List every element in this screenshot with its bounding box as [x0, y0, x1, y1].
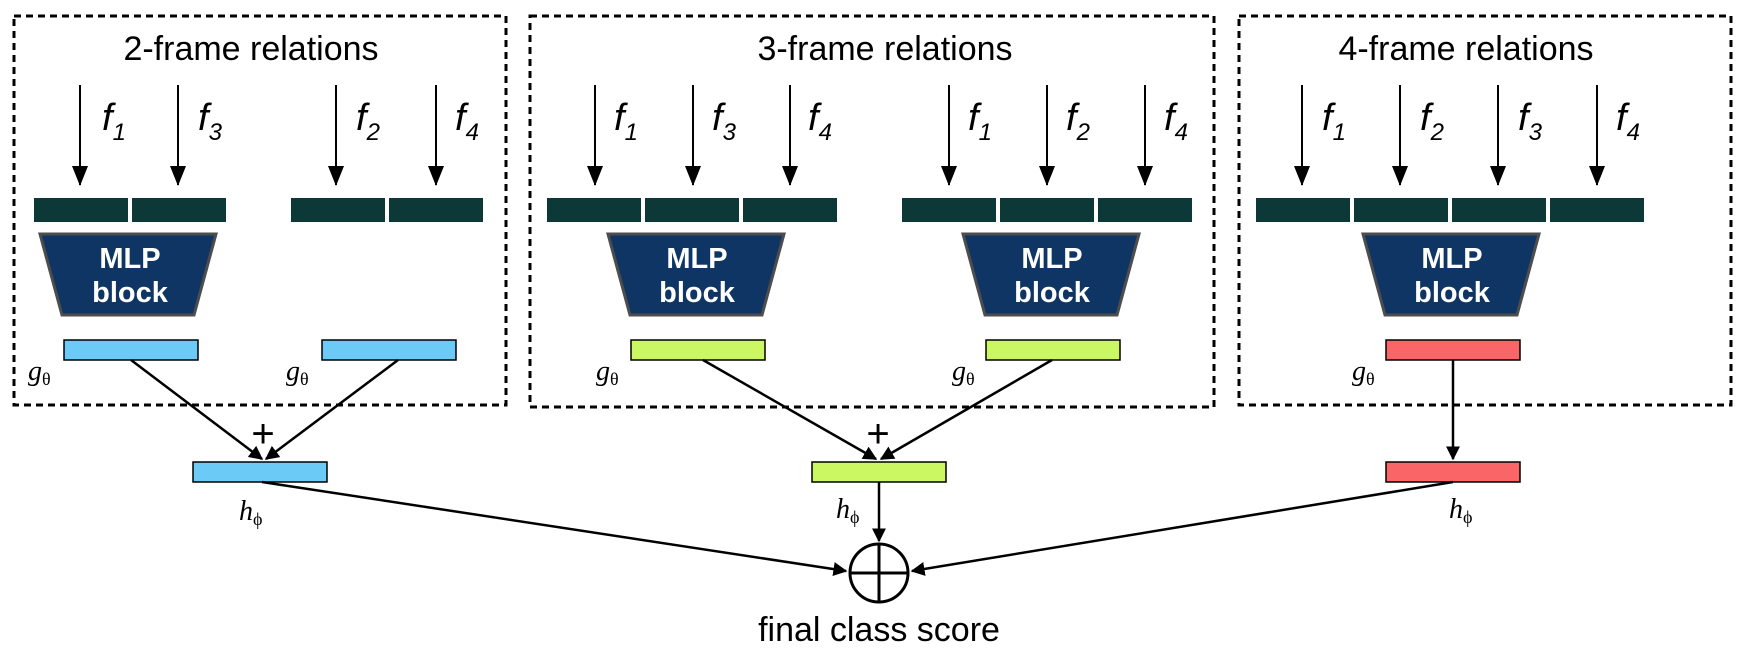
connector-arrow	[264, 359, 399, 460]
relation-group: f2 f4 gθ	[286, 85, 483, 389]
g-theta-label: gθ	[596, 356, 619, 389]
h-phi-bar	[811, 461, 947, 483]
g-theta-bar	[63, 339, 199, 361]
final-label: final class score	[758, 611, 1000, 649]
panel-border	[528, 14, 1216, 409]
frame-label: f4	[455, 97, 479, 146]
feature-bar	[1452, 198, 1546, 222]
mlp-block	[1361, 232, 1541, 317]
panel-2-frame: 2-frame relations f1 f3 MLP block gθ f2 …	[12, 14, 508, 407]
relation-group: f1 f3 MLP block gθ	[28, 85, 226, 389]
frame-label: f4	[1616, 97, 1640, 146]
feature-bar	[132, 198, 226, 222]
feature-bar	[1000, 198, 1094, 222]
frame-label: f3	[1518, 97, 1543, 146]
final-fusion: final class score	[261, 480, 1454, 649]
g-theta-label: gθ	[286, 356, 309, 389]
feature-bar	[291, 198, 385, 222]
relation-group: f1 f2 f3 f4 MLP block gθ	[1256, 85, 1644, 389]
sum-symbol: +	[866, 412, 889, 456]
mlp-label: block	[659, 277, 736, 309]
connector-arrow	[702, 358, 878, 461]
mlp-label: MLP	[666, 243, 727, 275]
connector-arrow	[879, 358, 1053, 461]
frame-label: f1	[102, 97, 126, 146]
panel-title: 3-frame relations	[757, 30, 1012, 68]
frame-label: f1	[968, 97, 992, 146]
relation-group: f1 f2 f4 MLP block gθ	[902, 85, 1192, 389]
g-theta-bar	[985, 339, 1121, 361]
mlp-block	[38, 232, 218, 317]
g-theta-bar	[630, 339, 766, 361]
aggregation-layer: + hϕ + hϕ hϕ	[130, 358, 1521, 529]
h-phi-label: hϕ	[836, 494, 859, 527]
panel-4-frame: 4-frame relations f1 f2 f3 f4 MLP block …	[1237, 14, 1733, 407]
mlp-label: MLP	[1421, 243, 1482, 275]
feature-bar	[547, 198, 641, 222]
frame-label: f1	[1322, 97, 1346, 146]
g-theta-bar	[1385, 339, 1521, 361]
mlp-block	[606, 232, 786, 317]
feature-bar	[1256, 198, 1350, 222]
mlp-label: MLP	[99, 243, 160, 275]
g-theta-bar	[321, 339, 457, 361]
frame-label: f2	[356, 97, 380, 146]
g-theta-label: gθ	[952, 356, 975, 389]
h-phi-bar	[1385, 461, 1521, 483]
panel-title: 4-frame relations	[1338, 30, 1593, 68]
h-phi-label: hϕ	[1449, 494, 1472, 527]
connector-arrow	[910, 480, 1454, 576]
feature-bar	[743, 198, 837, 222]
panel-3-frame: 3-frame relations f1 f3 f4 MLP block gθ …	[528, 14, 1216, 409]
h-phi-label: hϕ	[239, 496, 262, 529]
panel-title: 2-frame relations	[123, 30, 378, 68]
frame-label: f2	[1420, 97, 1444, 146]
g-theta-label: gθ	[1352, 356, 1375, 389]
frame-label: f2	[1066, 97, 1090, 146]
frame-label: f3	[198, 97, 223, 146]
feature-bar	[902, 198, 996, 222]
feature-bar	[34, 198, 128, 222]
feature-bar	[389, 198, 483, 222]
frame-label: f4	[808, 97, 832, 146]
panel-border	[1237, 14, 1733, 407]
mlp-label: block	[1414, 277, 1491, 309]
panel-border	[12, 14, 508, 407]
connector-arrow	[261, 480, 848, 577]
relation-group: f1 f3 f4 MLP block gθ	[547, 85, 837, 389]
feature-bar	[1550, 198, 1644, 222]
mlp-label: MLP	[1021, 243, 1082, 275]
frame-label: f4	[1164, 97, 1188, 146]
g-theta-label: gθ	[28, 356, 51, 389]
frame-label: f1	[614, 97, 638, 146]
feature-bar	[1098, 198, 1192, 222]
h-phi-bar	[192, 461, 328, 483]
connector-arrow	[130, 359, 264, 460]
feature-bar	[1354, 198, 1448, 222]
feature-bar	[645, 198, 739, 222]
mlp-block	[961, 232, 1141, 317]
mlp-label: block	[92, 277, 169, 309]
frame-label: f3	[712, 97, 737, 146]
mlp-label: block	[1014, 277, 1091, 309]
sum-symbol: +	[251, 412, 274, 456]
oplus-icon	[848, 542, 910, 604]
